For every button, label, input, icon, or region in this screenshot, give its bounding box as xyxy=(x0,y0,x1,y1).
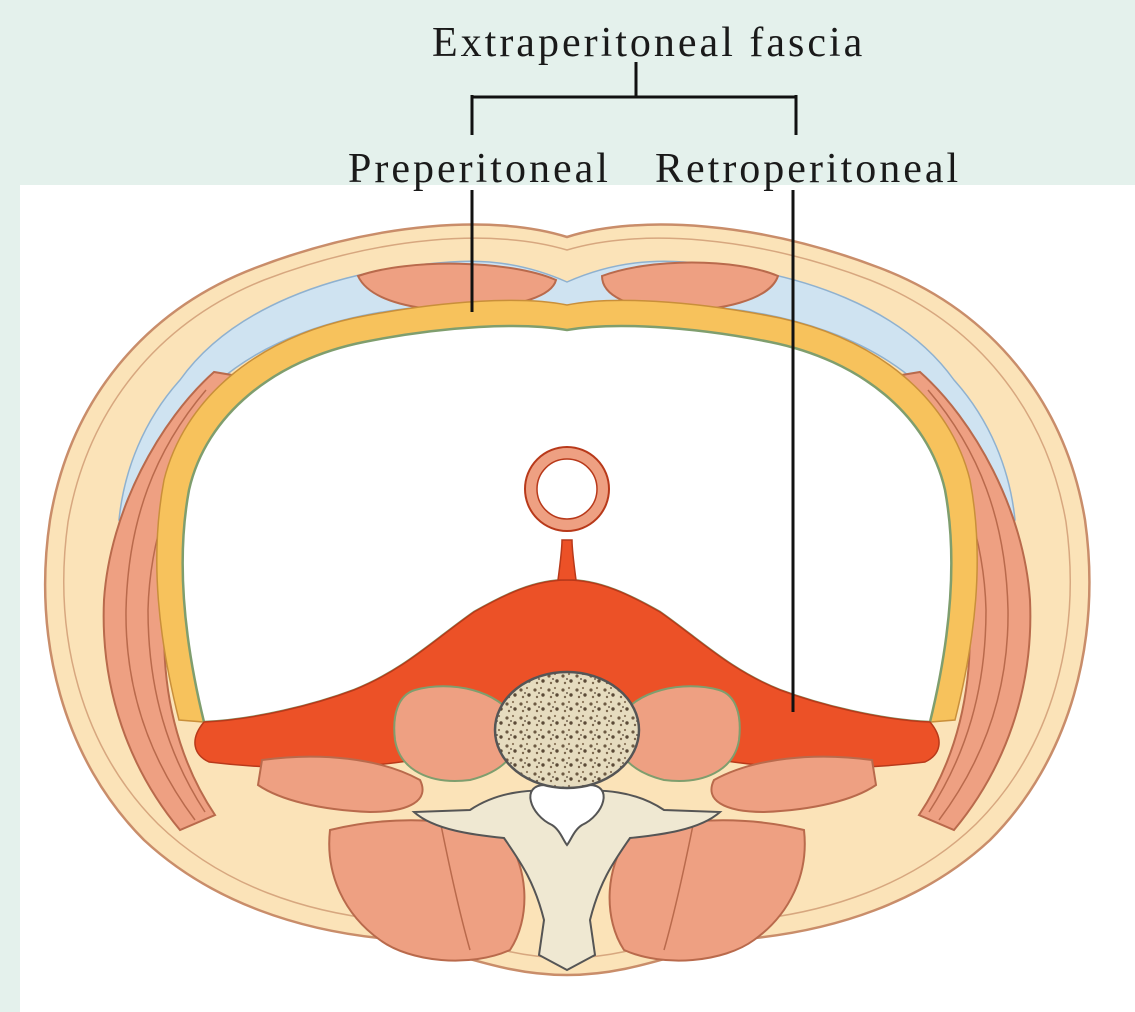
extraperitoneal-fascia-label: Extraperitoneal fascia xyxy=(432,22,865,64)
erector-spinae-left xyxy=(329,820,524,960)
erector-spinae-right xyxy=(610,820,805,960)
preperitoneal-label: Preperitoneal xyxy=(348,148,611,190)
vertebral-body xyxy=(495,672,639,788)
bowel-lumen xyxy=(537,459,597,519)
retroperitoneal-label: Retroperitoneal xyxy=(655,148,961,190)
